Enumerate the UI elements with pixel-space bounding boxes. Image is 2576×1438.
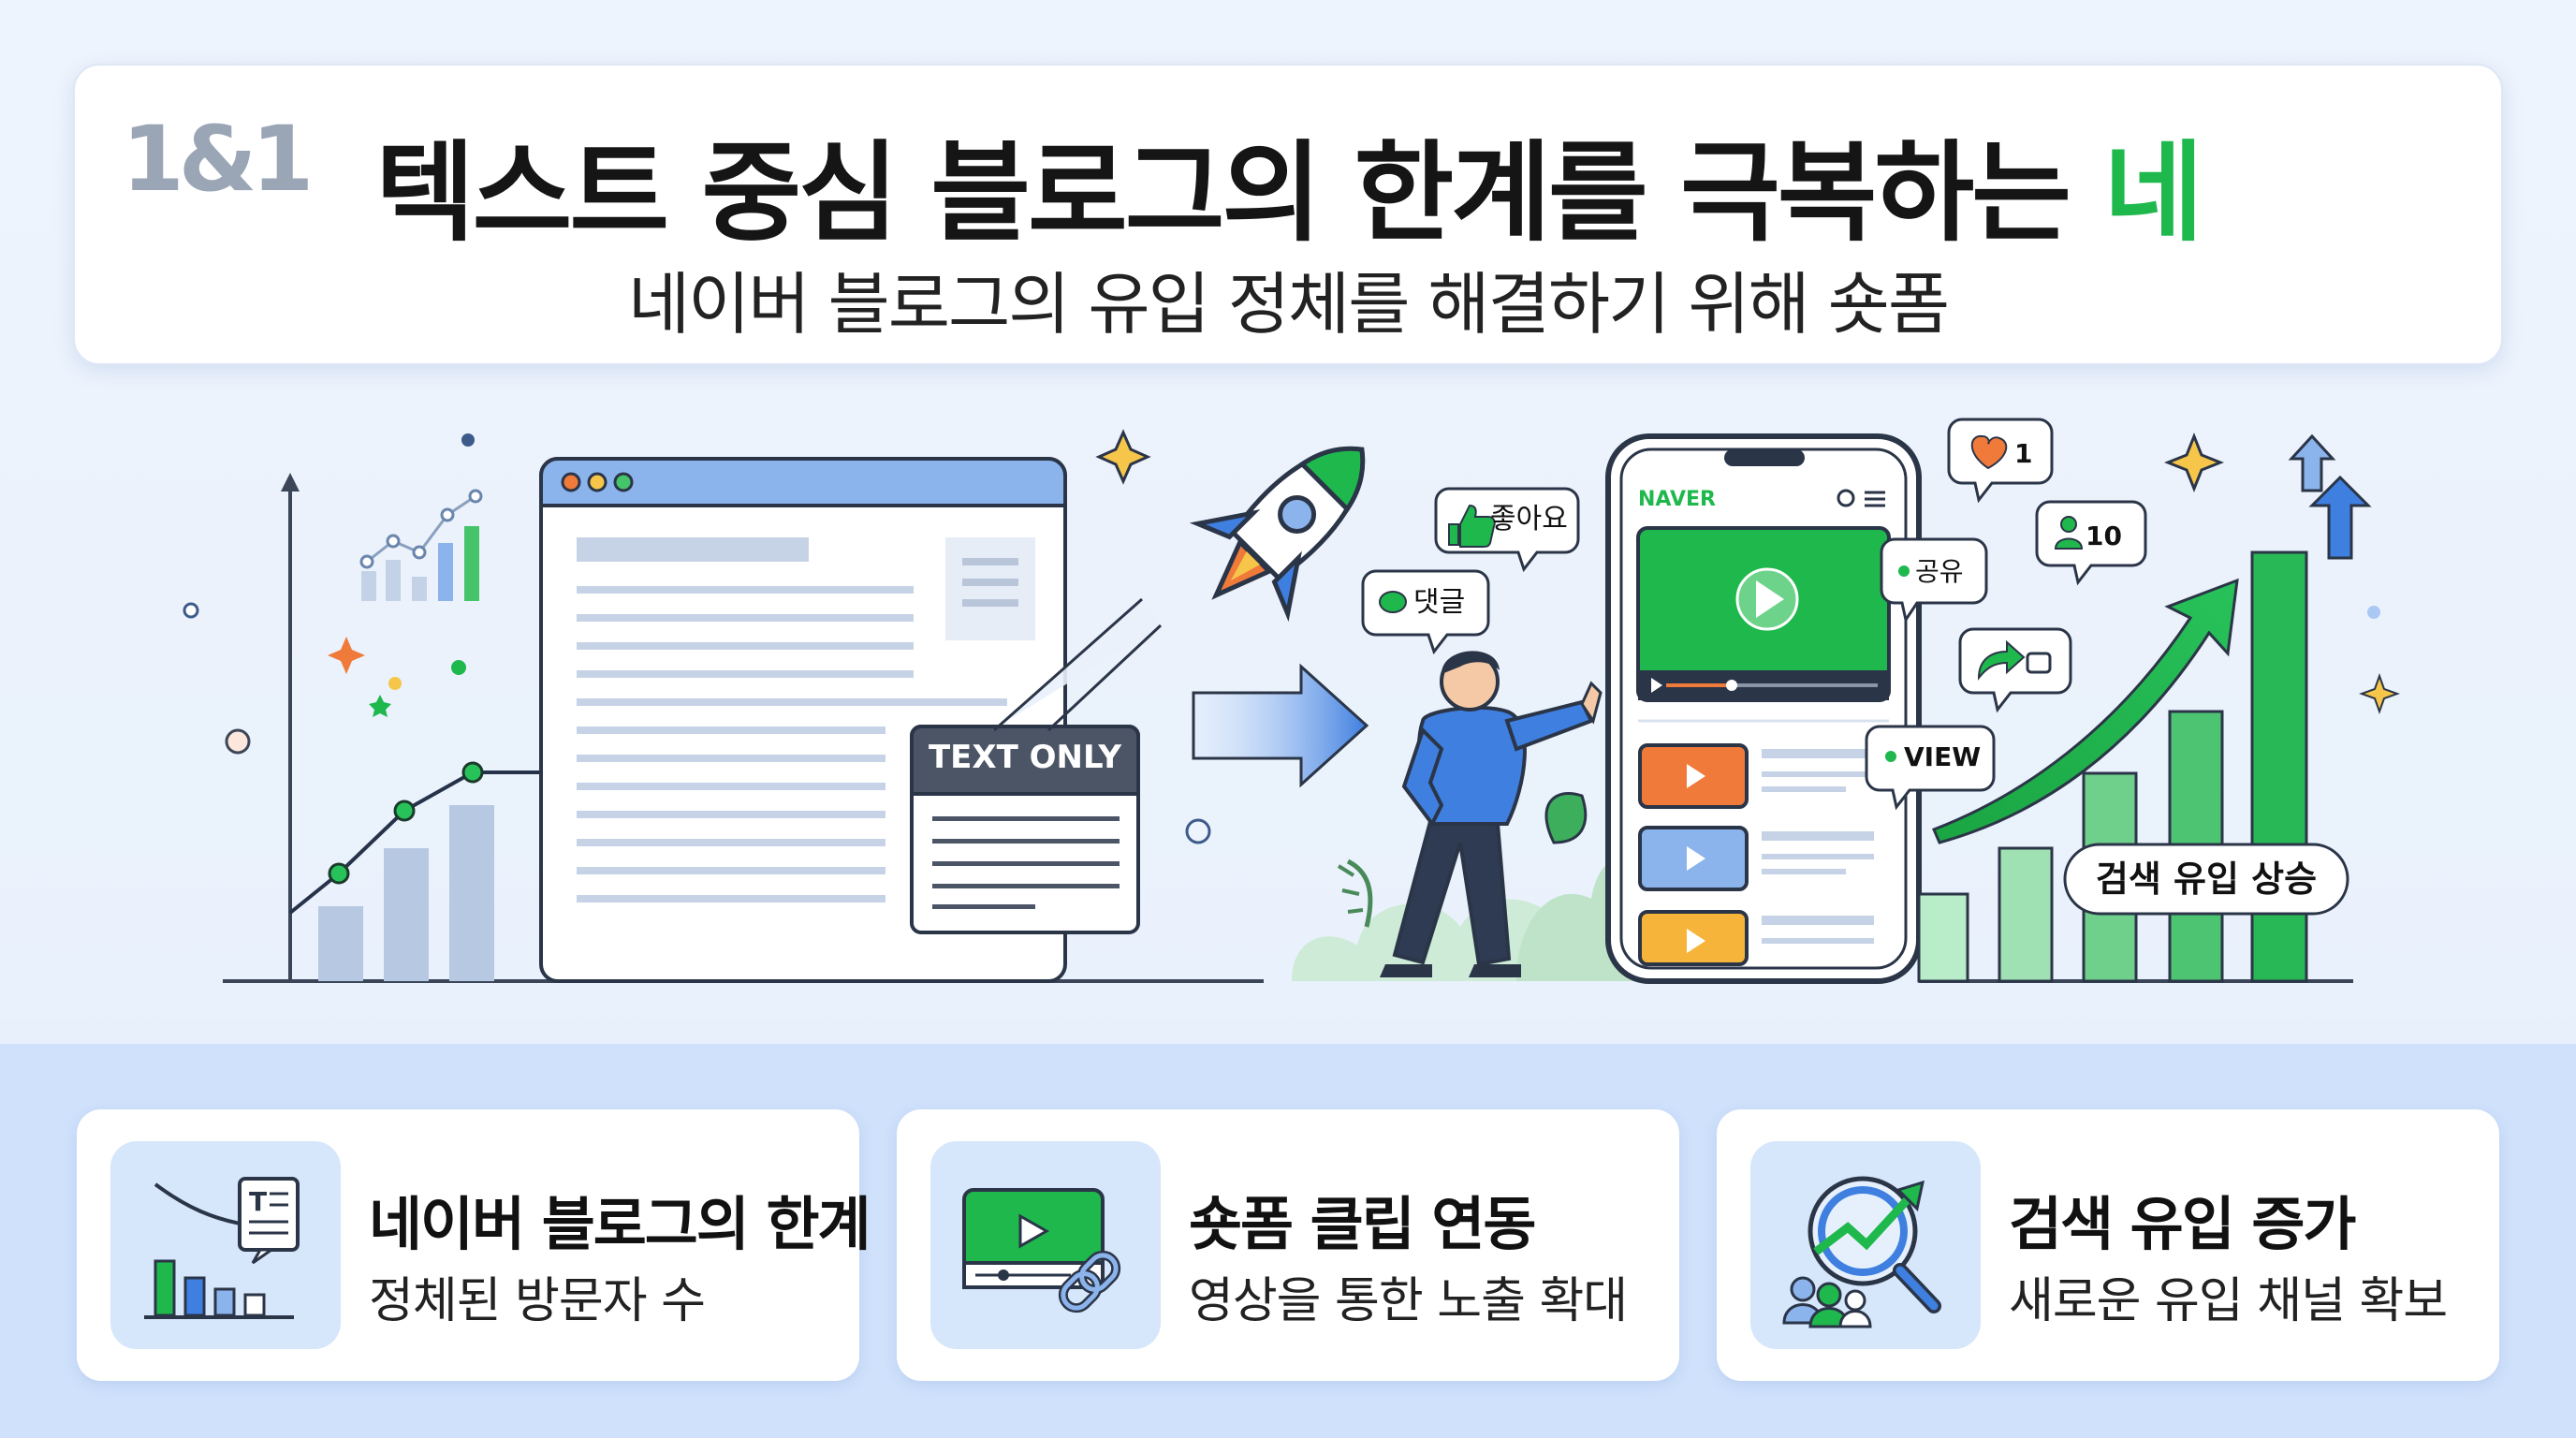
text-only-card: TEXT ONLY xyxy=(910,725,1140,934)
comment-label: 댓글 xyxy=(1413,586,1465,619)
hero-illustration: TEXT ONLY xyxy=(183,418,2400,984)
naver-logo: NAVER xyxy=(1638,488,1716,511)
phone-mockup: NAVER xyxy=(1605,433,1922,984)
like-label: 좋아요 xyxy=(1490,503,1568,536)
feature-card-blog-limit: T 네이버 블로그의 한계 정체된 방문자 수 xyxy=(77,1109,871,1381)
transition-arrow-icon xyxy=(1192,663,1369,788)
presenter-person xyxy=(1380,651,1603,977)
repost-bubble xyxy=(1958,627,2072,713)
share-bubble: 공유 xyxy=(1880,537,1988,624)
user-count-bubble: 10 xyxy=(2035,500,2147,586)
comment-bubble: 댓글 xyxy=(1361,569,1490,655)
page-title: 텍스트 중심 블로그의 한계를 극복하는 네 xyxy=(75,105,2501,262)
feature-title: 검색 유입 증가 xyxy=(2009,1190,2356,1258)
brand-logo: 1&1 xyxy=(122,107,314,212)
headline-main: 텍스트 중심 블로그의 한계를 극복하는 xyxy=(374,130,2104,257)
feature-subtitle: 새로운 유입 채널 확보 xyxy=(2009,1273,2448,1329)
heart-count: 1 xyxy=(2014,438,2032,469)
rocket-icon xyxy=(992,429,1366,732)
feature-subtitle: 정체된 방문자 수 xyxy=(369,1273,706,1329)
feature-title: 숏폼 클립 연동 xyxy=(1189,1190,1536,1258)
view-bubble: VIEW xyxy=(1865,725,1996,811)
user-count: 10 xyxy=(2086,521,2122,551)
search-rise-label: 검색 유입 상승 xyxy=(2096,858,2317,900)
header-card: 1&1 텍스트 중심 블로그의 한계를 극복하는 네 네이버 블로그의 유입 정… xyxy=(73,64,2503,365)
page-subtitle: 네이버 블로그의 유입 정체를 해결하기 위해 숏폼 xyxy=(627,265,1950,344)
heart-bubble: 1 xyxy=(1947,418,2054,504)
feature-card-shortform-clip: 숏폼 클립 연동 영상을 통한 노출 확대 xyxy=(897,1109,1679,1381)
right-growth-chart: 검색 유입 상승 xyxy=(1917,432,2400,983)
feature-title: 네이버 블로그의 한계 xyxy=(369,1190,871,1258)
text-only-label: TEXT ONLY xyxy=(929,739,1121,776)
blog-limit-chart-icon: T xyxy=(110,1141,341,1349)
search-growth-icon xyxy=(1750,1141,1981,1349)
svg-text:T: T xyxy=(249,1186,267,1217)
share-label: 공유 xyxy=(1915,556,1964,587)
headline-accent: 네 xyxy=(2103,130,2203,257)
feature-card-search-growth: 검색 유입 증가 새로운 유입 채널 확보 xyxy=(1717,1109,2499,1381)
video-link-icon xyxy=(930,1141,1161,1349)
feature-subtitle: 영상을 통한 노출 확대 xyxy=(1189,1273,1628,1329)
like-bubble: 좋아요 xyxy=(1434,487,1580,573)
view-label: VIEW xyxy=(1904,741,1981,772)
